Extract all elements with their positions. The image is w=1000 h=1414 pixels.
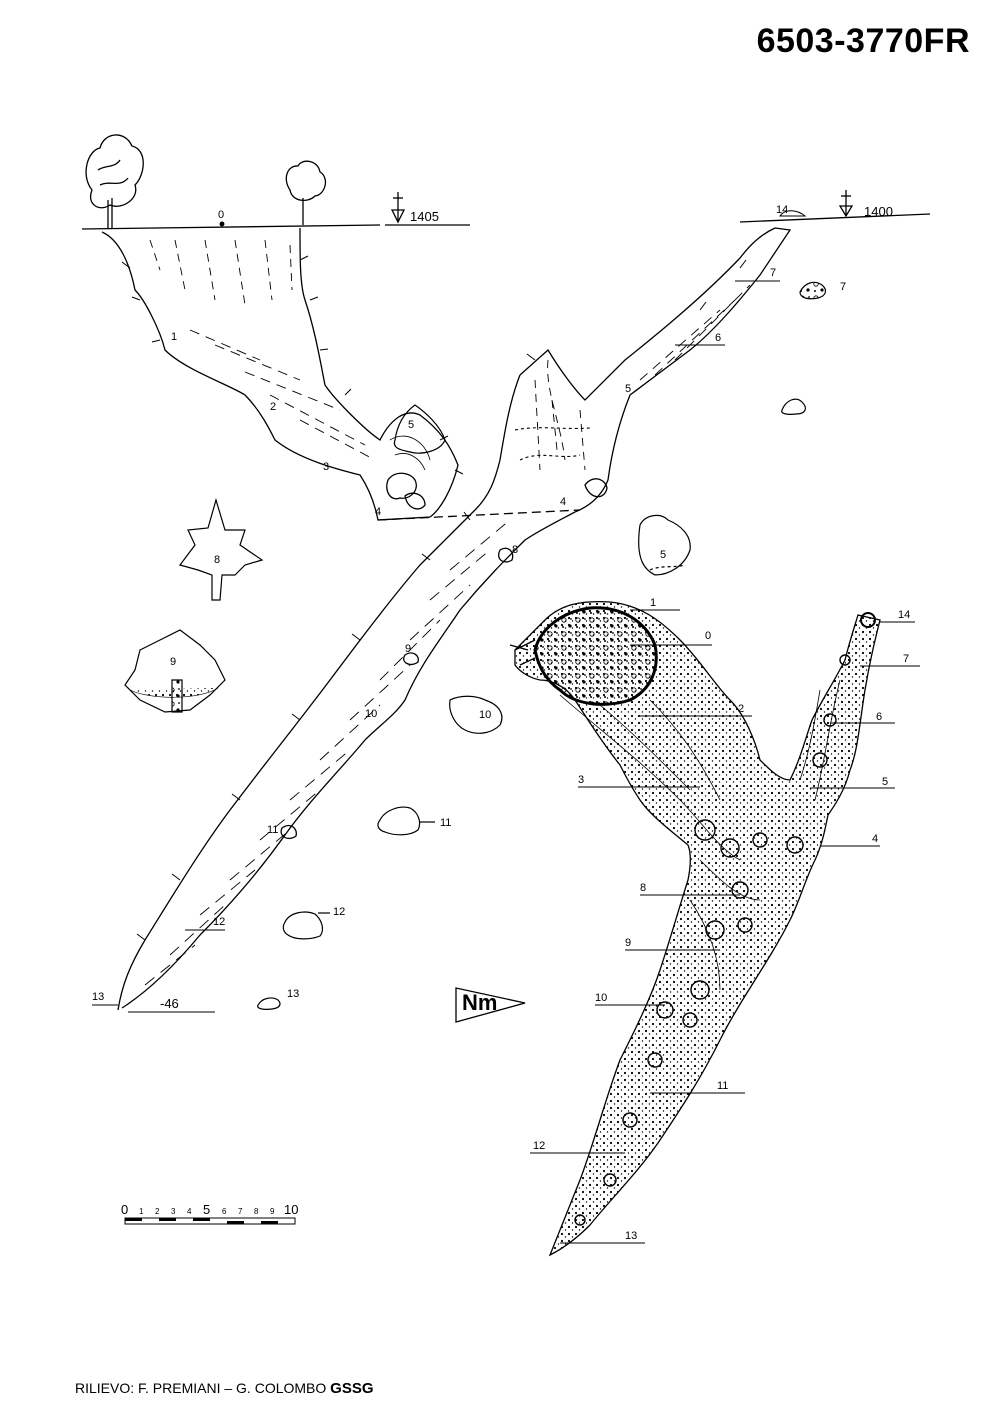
- plan-outline: [514, 600, 881, 1257]
- section-station-4b: 4: [560, 496, 566, 508]
- cross-section-13: 13: [257, 988, 299, 1010]
- plan-station-6: 6: [876, 711, 882, 723]
- cross-section-small-rock: [781, 398, 806, 415]
- elevation-marker-left: [390, 192, 406, 224]
- section-station-labels: 0 1 2 3 4 4 5 6 7 8 9 10 11 12 13 14 140…: [92, 204, 893, 1011]
- plan-station-7: 7: [903, 653, 909, 665]
- scale-tick-1: 1: [139, 1207, 144, 1216]
- credits-group: GSSG: [330, 1380, 374, 1397]
- upper-passage-outline: [519, 227, 792, 513]
- plan-station-3: 3: [578, 774, 584, 786]
- section-station-9: 9: [405, 643, 411, 655]
- section-station-4a: 4: [375, 506, 381, 518]
- plan-station-8: 8: [640, 882, 646, 894]
- scale-tick-8: 8: [254, 1207, 259, 1216]
- cross-section-5-right: 5: [638, 514, 691, 576]
- section-station-3: 3: [323, 461, 329, 473]
- section-station-0: 0: [218, 209, 224, 221]
- plan-station-14: 14: [898, 609, 910, 621]
- section-station-10: 10: [365, 708, 377, 720]
- svg-text:8: 8: [214, 554, 220, 566]
- plan-station-5: 5: [882, 776, 888, 788]
- plan-station-10: 10: [595, 992, 607, 1004]
- bottom-depth-label: -46: [160, 996, 179, 1011]
- scale-tick-10: 10: [284, 1202, 298, 1217]
- cross-sections: 5 7 5 8 9: [124, 281, 846, 1010]
- survey-credits: RILIEVO: F. PREMIANI – G. COLOMBO GSSG: [75, 1380, 374, 1397]
- section-station-6: 6: [715, 332, 721, 344]
- plan-boulders: [574, 612, 876, 1226]
- scale-tick-2: 2: [155, 1207, 160, 1216]
- section-station-12: 12: [213, 916, 225, 928]
- plan-leader-lines: [530, 609, 920, 1244]
- cave-section-profile: [81, 134, 931, 1011]
- plan-station-12: 12: [533, 1140, 545, 1152]
- north-arrow-label: Nm: [462, 990, 497, 1015]
- plan-station-4: 4: [872, 833, 878, 845]
- elevation-label-right: 1400: [864, 204, 893, 219]
- cross-section-7: 7: [799, 281, 846, 300]
- cave-code-title: 6503-3770FR: [756, 22, 970, 60]
- svg-text:11: 11: [440, 817, 451, 829]
- scale-tick-9: 9: [270, 1207, 275, 1216]
- svg-text:9: 9: [170, 656, 176, 668]
- plan-station-1: 1: [650, 597, 656, 609]
- cross-section-11: 11: [377, 806, 451, 836]
- plan-station-labels: 1 0 2 3 4 5 6 7 8 9 10 11 12 13 14: [533, 597, 910, 1242]
- cross-section-12: 12: [282, 906, 345, 940]
- section-station-13: 13: [92, 991, 104, 1003]
- elevation-marker-right: [838, 190, 854, 218]
- tree-icon: [285, 160, 327, 225]
- doline-chamber-outline: [101, 227, 459, 521]
- section-station-11: 11: [267, 824, 278, 836]
- scale-tick-6: 6: [222, 1207, 227, 1216]
- svg-text:7: 7: [840, 281, 846, 293]
- credits-names: RILIEVO: F. PREMIANI – G. COLOMBO: [75, 1380, 327, 1396]
- plan-station-9: 9: [625, 937, 631, 949]
- ground-surface-left: [81, 224, 381, 230]
- cross-section-8: 8: [178, 497, 264, 601]
- plan-station-2: 2: [738, 703, 744, 715]
- scale-tick-4: 4: [187, 1207, 192, 1216]
- svg-text:5: 5: [660, 549, 666, 561]
- scale-tick-7: 7: [238, 1207, 243, 1216]
- svg-text:10: 10: [479, 709, 491, 721]
- cross-section-9: 9: [124, 629, 226, 713]
- cross-section-10: 10: [449, 695, 503, 734]
- scale-tick-5: 5: [203, 1202, 210, 1217]
- svg-text:12: 12: [333, 906, 345, 918]
- scale-tick-3: 3: [171, 1207, 176, 1216]
- ground-surface-right: [739, 213, 931, 223]
- tree-icon: [85, 134, 144, 228]
- svg-text:13: 13: [287, 988, 299, 1000]
- passage-lower-wall: [121, 511, 576, 1009]
- cross-section-5-upper: 5: [393, 404, 446, 454]
- section-station-8: 8: [512, 544, 518, 556]
- passage-upper-wall: [117, 374, 521, 1011]
- section-station-5: 5: [625, 383, 631, 395]
- plan-station-13: 13: [625, 1230, 637, 1242]
- north-arrow-icon: Nm: [455, 987, 526, 1023]
- scale-tick-0: 0: [121, 1202, 128, 1217]
- scale-bar: 0 1 2 3 4 5 6 7 8 9 10: [121, 1202, 298, 1225]
- plan-station-11: 11: [717, 1080, 728, 1092]
- section-station-14: 14: [776, 204, 788, 216]
- section-station-2: 2: [270, 401, 276, 413]
- plan-entrance-doline: [533, 606, 658, 706]
- elevation-label-left: 1405: [410, 209, 439, 224]
- section-station-7: 7: [770, 267, 776, 279]
- section-station-1: 1: [171, 331, 177, 343]
- cave-plan-view: [509, 600, 881, 1257]
- plan-station-0: 0: [705, 630, 711, 642]
- svg-text:5: 5: [408, 419, 414, 431]
